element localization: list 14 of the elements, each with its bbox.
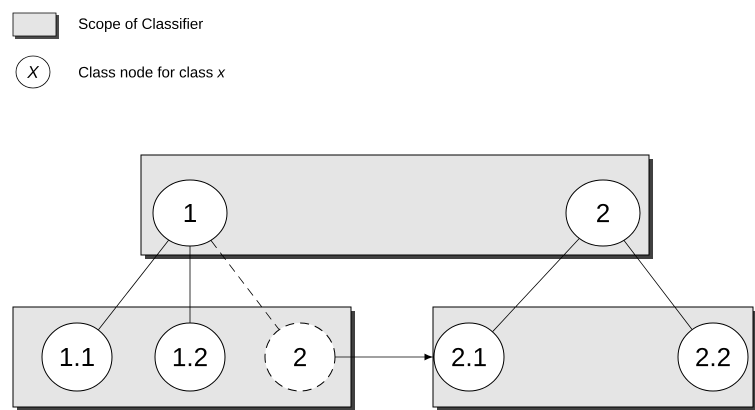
connector-line <box>98 240 169 330</box>
class-node: 1.1 <box>42 322 112 392</box>
class-node: 2 <box>566 180 640 246</box>
class-node: 2.1 <box>434 322 504 392</box>
legend-text: Scope of Classifier <box>78 18 203 32</box>
legend-text: Class node for class x <box>78 66 226 78</box>
connector-line <box>492 238 580 332</box>
connector-line <box>624 240 692 330</box>
class-node: 1 <box>152 180 228 246</box>
class-node: 2.2 <box>678 322 748 392</box>
class-node: 1.2 <box>154 322 226 392</box>
dashed-line <box>210 240 280 330</box>
class-node: 2 <box>264 322 336 392</box>
arrow <box>335 354 432 360</box>
